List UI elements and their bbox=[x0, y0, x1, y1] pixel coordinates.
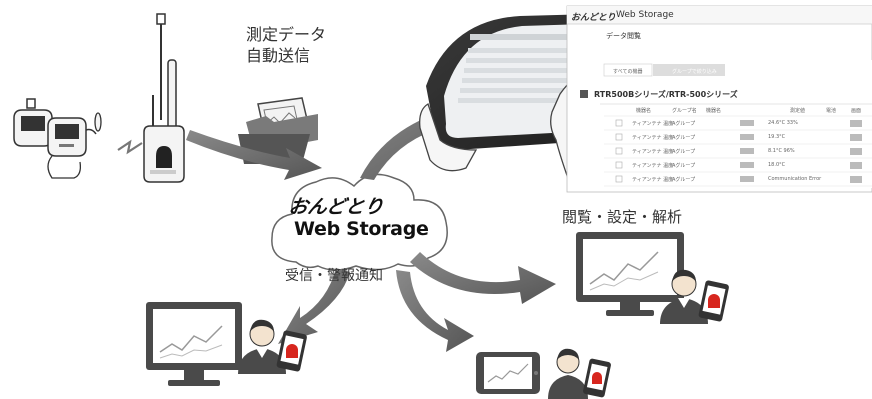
data-logger-small-icon bbox=[13, 98, 53, 147]
cloud-brand-name: Web Storage bbox=[294, 218, 429, 240]
screenshot-page-title: データ閲覧 bbox=[606, 32, 641, 40]
user-with-smartphone-icon-2 bbox=[548, 348, 611, 399]
screenshot-row-name: ティアンテナ 温度 bbox=[632, 163, 674, 169]
screenshot-row-name: ティアンテナ 温度 bbox=[632, 135, 674, 141]
base-station-icon bbox=[143, 13, 185, 183]
user-with-smartphone-icon-3 bbox=[238, 319, 307, 374]
screenshot-col-battery: 電池 bbox=[826, 108, 837, 114]
screenshot-row-group: Aグループ bbox=[672, 177, 696, 183]
user-with-smartphone-icon bbox=[660, 269, 729, 324]
cloud-brand-logo: おんどとり bbox=[287, 196, 385, 218]
auto-send-line-2: 自動送信 bbox=[246, 46, 311, 65]
screenshot-row-value: 18.0°C bbox=[768, 162, 786, 168]
screenshot-row-group: Aグループ bbox=[672, 149, 696, 155]
tablet-icon bbox=[476, 352, 540, 394]
screenshot-col-name: 機器名 bbox=[636, 108, 652, 114]
arrow-to-pc bbox=[410, 252, 556, 304]
screenshot-row-group: Aグループ bbox=[672, 121, 696, 127]
screenshot-row-value: Communication Error bbox=[768, 176, 822, 182]
screenshot-logo: おんどとり bbox=[571, 13, 616, 23]
screenshot-row-name: ティアンテナ 温度 bbox=[632, 149, 674, 155]
upload-arrow bbox=[186, 130, 322, 180]
screenshot-row-name: ティアンテナ 温度 bbox=[632, 177, 674, 183]
data-logger-probe-icon bbox=[47, 112, 102, 179]
screenshot-col-device: 機器名 bbox=[706, 108, 722, 114]
screenshot-col-group: グループ名 bbox=[672, 108, 697, 114]
screenshot-row-group: Aグループ bbox=[672, 135, 696, 141]
screenshot-tab-all: すべての機器 bbox=[613, 69, 643, 75]
screenshot-col-screen: 画面 bbox=[851, 108, 862, 114]
screenshot-row-name: ティアンテナ 温度 bbox=[632, 121, 674, 127]
screenshot-tab-group: グループで絞り込み bbox=[672, 69, 717, 75]
auto-send-label: 測定データ 自動送信 bbox=[246, 24, 326, 66]
warning-light-icon bbox=[708, 294, 720, 308]
screenshot-row-value: 24.6°C 33% bbox=[768, 120, 798, 126]
screenshot-col-value: 測定値 bbox=[790, 108, 806, 114]
arrow-to-left-pc bbox=[278, 268, 350, 344]
wireless-signal-icon bbox=[117, 139, 143, 155]
arrow-to-mobile bbox=[396, 270, 474, 352]
web-storage-cloud bbox=[271, 173, 448, 271]
screenshot-row-value: 19.3°C bbox=[768, 134, 786, 140]
desktop-monitor-icon-2 bbox=[146, 302, 242, 386]
receive-alarm-label: 受信・警報通知 bbox=[285, 268, 383, 284]
auto-send-line-1: 測定データ bbox=[246, 25, 327, 44]
desktop-monitor-icon bbox=[576, 232, 684, 316]
view-settings-label: 閲覧・設定・解析 bbox=[562, 208, 683, 226]
screenshot-series-title: RTR500Bシリーズ/RTR-500シリーズ bbox=[594, 90, 738, 99]
screenshot-row-group: Aグループ bbox=[672, 163, 696, 169]
screenshot-app-name: Web Storage bbox=[616, 10, 674, 20]
screenshot-row-value: 8.1°C 96% bbox=[768, 148, 795, 154]
web-storage-screenshot bbox=[566, 5, 872, 193]
